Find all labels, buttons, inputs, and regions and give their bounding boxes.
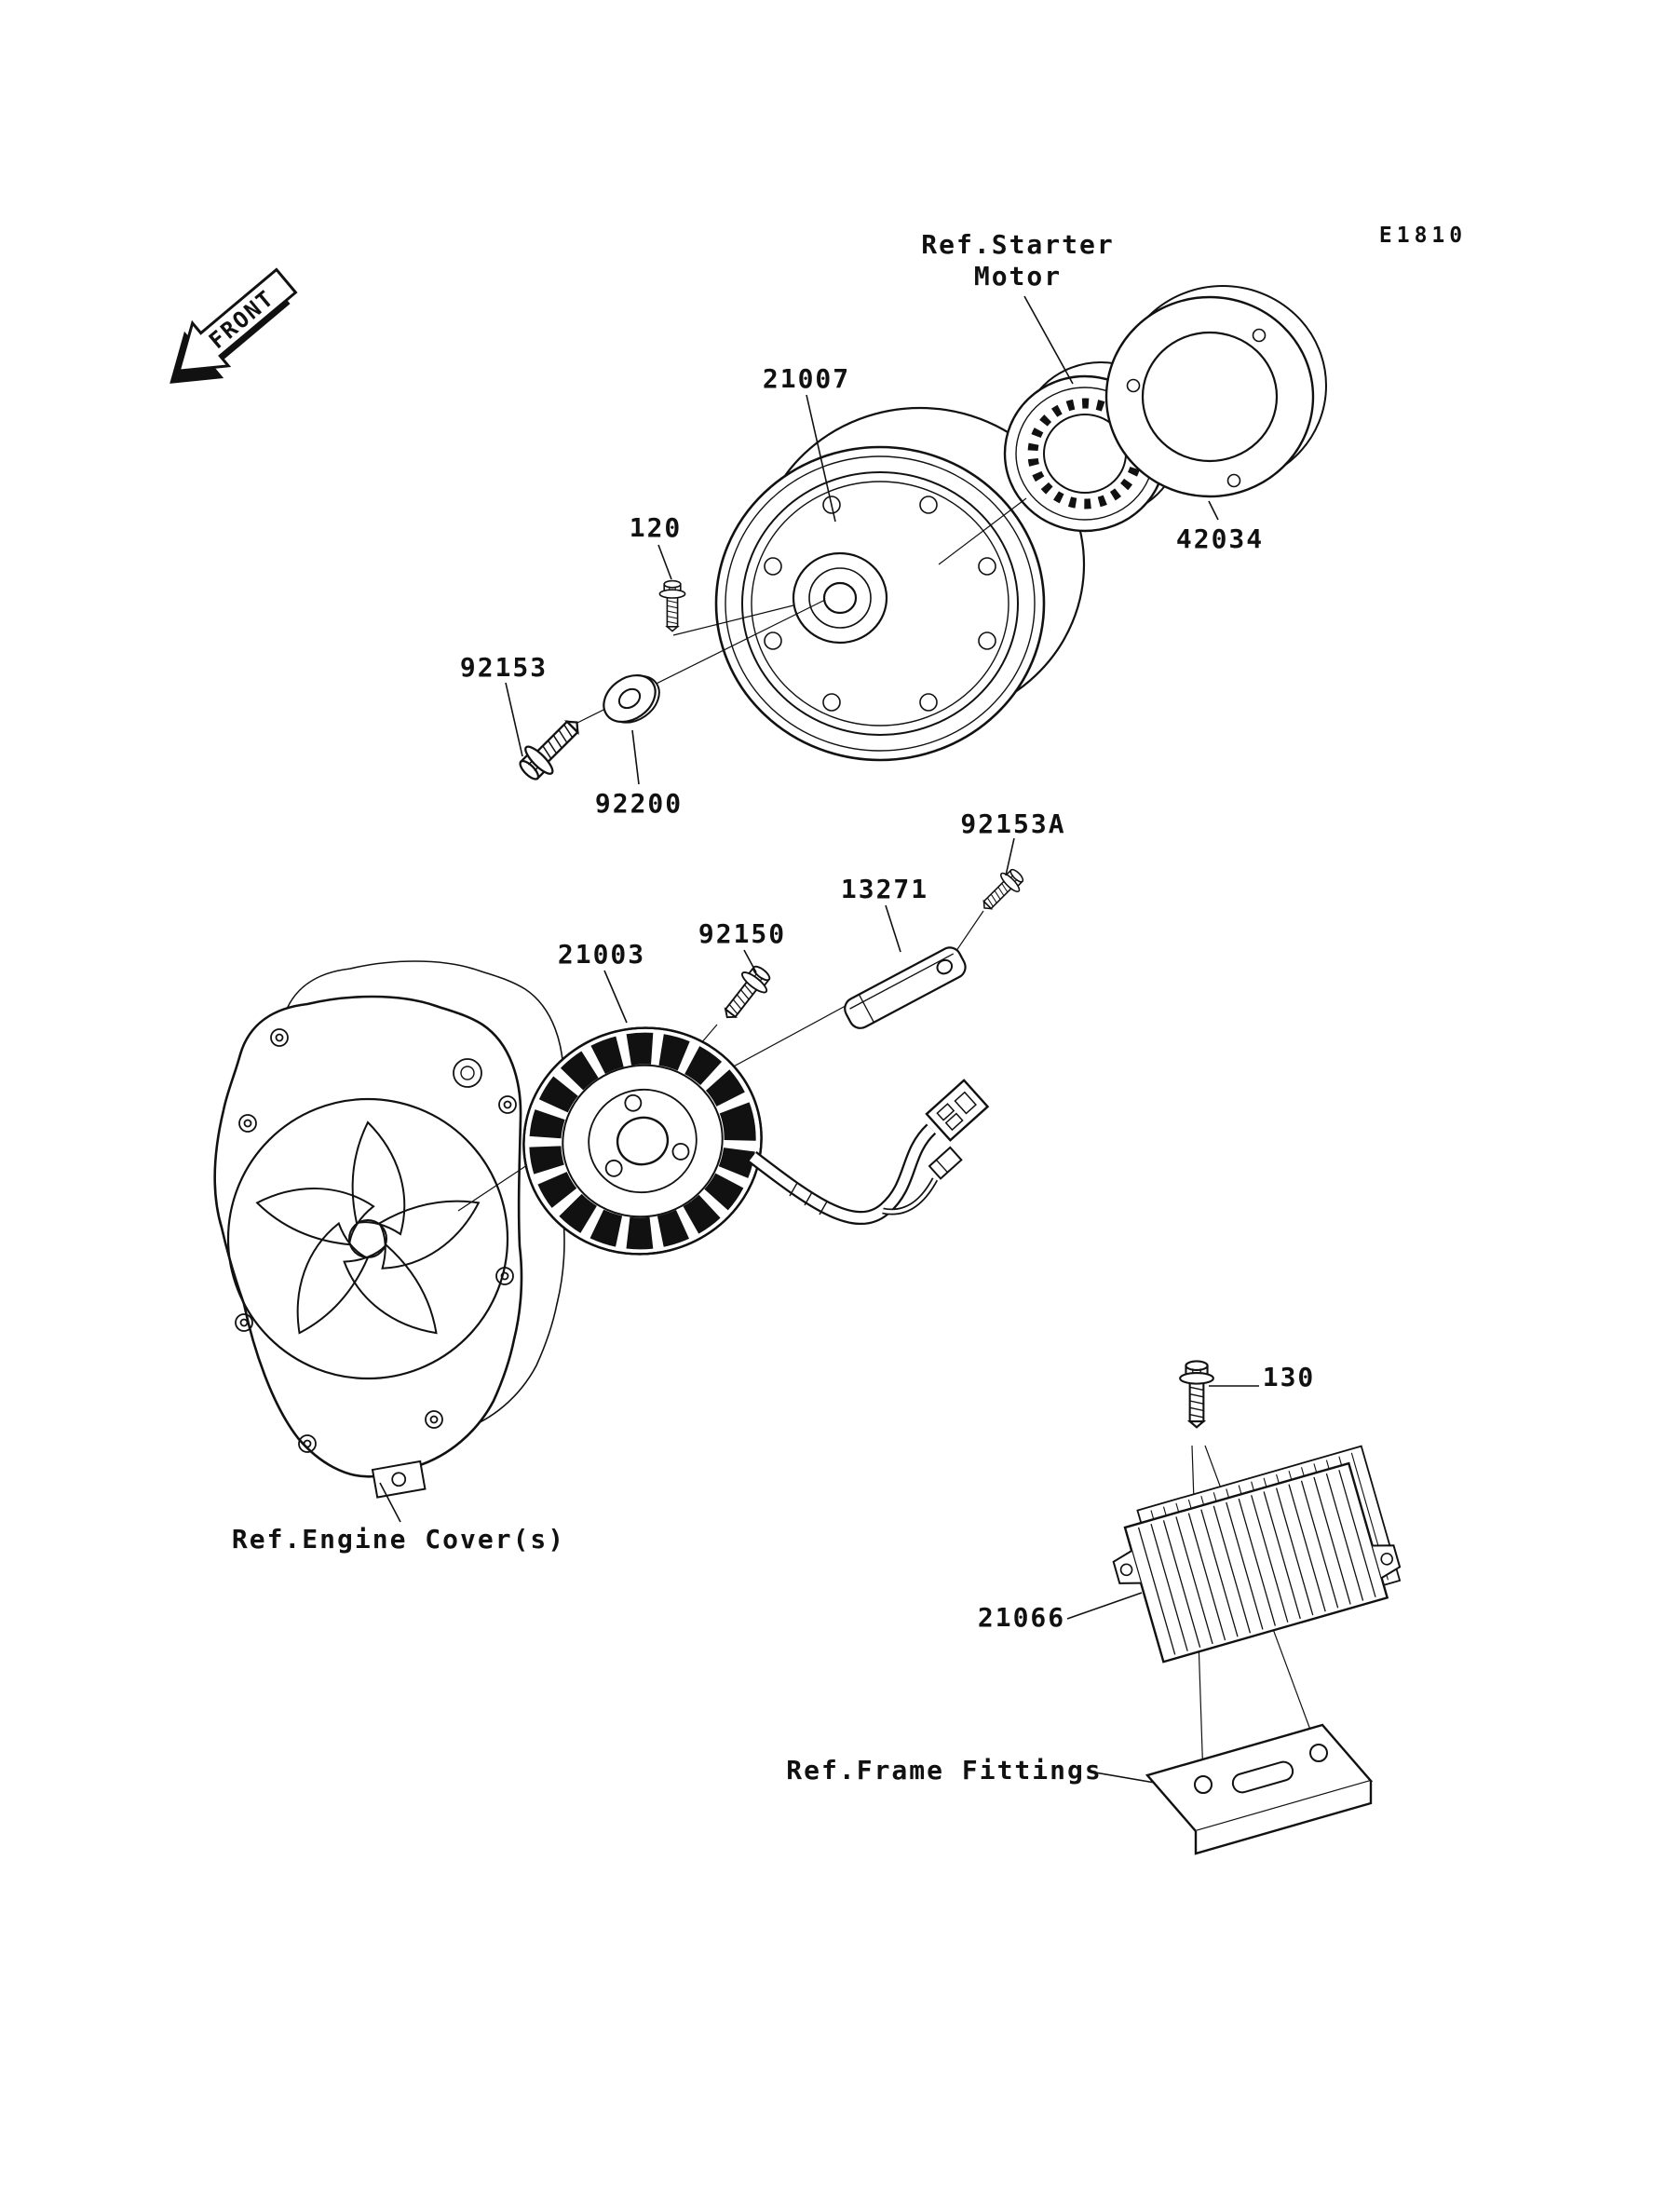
part-label-21066: 21066 [977,1602,1066,1633]
part-label-130: 130 [1262,1362,1316,1392]
part-92153a-bolt-art [974,863,1029,918]
engine-cover-body [213,995,523,1478]
harness-sub-connector [928,1146,963,1180]
part-label-21007: 21007 [762,363,851,394]
part-92150-bolt-art [714,959,777,1028]
regulator-fins [1137,1470,1376,1655]
rotor-hub [792,551,888,645]
part-label-21003: 21003 [557,939,646,970]
part-120-bolt-art [658,579,686,632]
harness-wrap-ticks [789,1182,828,1215]
engine-cover-tab [371,1460,427,1499]
bracket-slot [1231,1760,1294,1794]
frame-fitting-bracket-art [1145,1723,1374,1855]
callout-ref-starter-motor: Ref.Starter Motor [921,229,1114,292]
part-130-bolt-art [1179,1360,1214,1429]
part-21003-stator-art [522,1026,763,1256]
callout-ref-starter-line2: Motor [973,261,1063,292]
front-direction-icon: FRONT [152,258,305,405]
part-21007-rotor-art [714,406,1086,762]
callout-leader-lines [379,295,1259,1784]
part-label-120: 120 [629,512,683,543]
part-42034-ring-art [1104,285,1327,498]
part-label-92153: 92153 [459,652,549,683]
stator-wiring-harness-art [748,1079,990,1225]
callout-ref-frame-fittings: Ref.Frame Fittings [786,1755,1103,1786]
part-label-92200: 92200 [594,788,684,819]
callout-ref-starter-line1: Ref.Starter [921,229,1115,260]
callout-ref-engine-cover: Ref.Engine Cover(s) [231,1524,566,1555]
part-92200-washer-art [603,673,660,724]
part-label-92153a: 92153A [960,808,1066,839]
part-13271-holder-art [844,946,967,1029]
engine-cover-art [213,960,565,1499]
rotor-bolt-holes [764,496,996,712]
part-21066-regulator-art [1112,1445,1402,1664]
part-label-42034: 42034 [1175,523,1265,554]
page-code-label: E1810 [1378,224,1468,248]
part-92153-bolt-art [511,708,591,788]
part-label-92150: 92150 [698,918,787,949]
harness-connector [925,1079,990,1142]
engine-cover-bolt-bosses [235,1028,517,1453]
part-label-13271: 13271 [840,874,929,904]
